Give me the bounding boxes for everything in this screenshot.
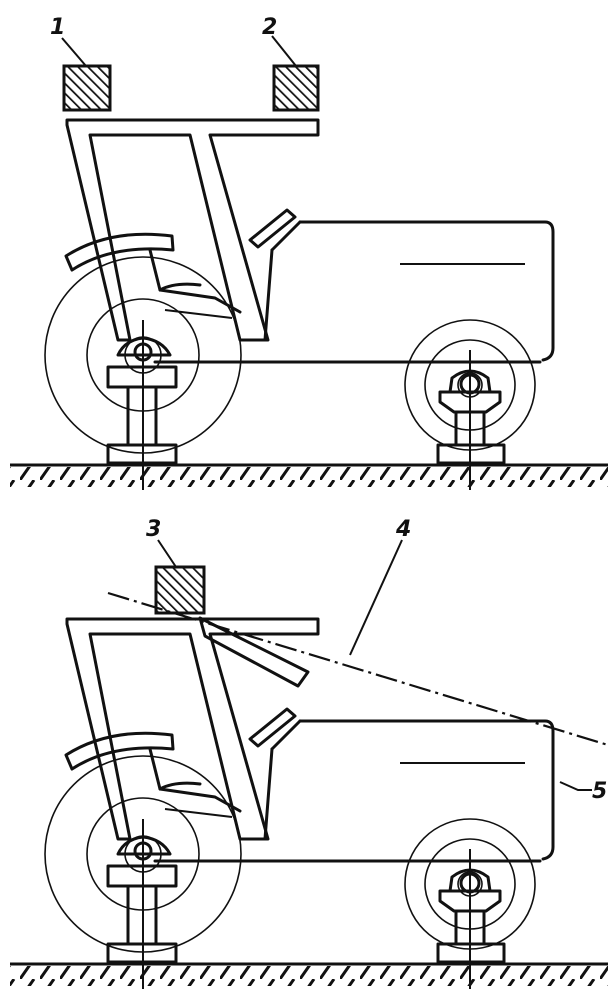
leader-3 [157,539,177,568]
load-block-1 [62,64,112,112]
dash-dot-line-4 [107,591,609,747]
label-1: 1 [50,15,65,40]
leader-4 [349,539,403,656]
leader-2 [271,35,297,67]
label-3: 3 [146,517,161,542]
load-block-3 [154,565,206,615]
leader-5 [559,781,592,791]
tractor-bottom [8,617,610,989]
label-5: 5 [592,779,607,804]
tractor-top [8,118,610,492]
label-4: 4 [395,517,411,542]
leader-1 [61,37,87,67]
deformed-rops-arm [198,616,310,688]
load-block-2 [272,64,320,112]
top-figure: 1 2 [8,15,610,492]
label-2: 2 [262,15,277,40]
bottom-figure: 3 4 5 [8,517,610,989]
